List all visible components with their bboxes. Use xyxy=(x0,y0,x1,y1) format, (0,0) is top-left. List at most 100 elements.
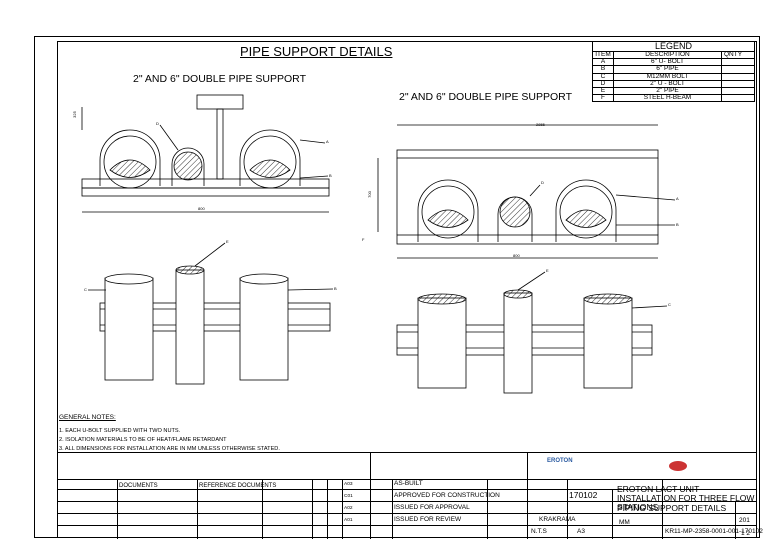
revision-row: ISSUED FOR REVIEW xyxy=(394,516,462,523)
callout-c: C xyxy=(84,287,87,292)
legend-header-qty: QNTY xyxy=(721,50,755,60)
callout-c-right: C xyxy=(668,302,671,307)
pipe-6in-left-plan xyxy=(417,297,467,389)
revision-row: APPROVED FOR CONSTRUCTION xyxy=(394,492,500,499)
left-elevation-view xyxy=(81,94,330,213)
leader-line xyxy=(631,305,668,309)
u-bolt-a-right xyxy=(555,179,617,242)
pipe-6in-right xyxy=(559,185,613,239)
drawing-title-block: PIPING SUPPORT DETAILS xyxy=(617,503,727,513)
pipe-6in-right xyxy=(243,135,297,189)
company-logo: EROTON xyxy=(547,458,573,464)
u-bolt-a xyxy=(417,179,479,242)
leader-line xyxy=(194,242,226,267)
leader-line xyxy=(517,271,546,291)
note-item: 3. ALL DIMENSIONS FOR INSTALLATION ARE I… xyxy=(59,446,280,452)
title-block: DOCUMENTS REFERENCE DOCUMENTS AS-BUILT A… xyxy=(57,452,763,539)
drawing-number: KR11-MP-2358-0001-001-170102 xyxy=(665,528,763,535)
pipe-section-hatch xyxy=(427,209,469,228)
revision-row: AS-BUILT xyxy=(394,480,423,487)
callout-a: A xyxy=(326,139,329,144)
drawing-title: PIPE SUPPORT DETAILS xyxy=(240,44,393,59)
units-value: MM xyxy=(619,519,630,526)
pipe-2in-plan xyxy=(503,292,533,394)
u-bolt-a xyxy=(99,129,161,186)
dim-left-height: 325 xyxy=(71,111,77,118)
pipe-2in xyxy=(499,196,531,228)
pipe-6in-left xyxy=(421,185,475,239)
leader-line xyxy=(287,288,334,291)
pipe-2in-plan xyxy=(175,269,205,385)
revision-code: A01 xyxy=(344,518,353,523)
callout-a-right: A xyxy=(676,196,679,201)
legend-qty xyxy=(721,94,755,103)
base-beam xyxy=(81,178,330,189)
left-plan-view xyxy=(88,242,334,385)
top-plate xyxy=(196,94,244,110)
pipe-2in xyxy=(173,151,203,181)
callout-b: B xyxy=(329,173,332,178)
right-view-title: 2" AND 6" DOUBLE PIPE SUPPORT xyxy=(399,91,572,103)
leader-line xyxy=(299,175,329,179)
h-beam-plan xyxy=(99,302,331,332)
dim-right-height: 700 xyxy=(366,191,372,198)
right-plan-view xyxy=(396,271,668,394)
pipe-end xyxy=(583,293,633,305)
callout-b-plan: B xyxy=(334,286,337,291)
dim-right-bottom: 800 xyxy=(513,253,520,258)
project-number: 170102 xyxy=(569,490,598,500)
base-beam-lower xyxy=(81,187,330,197)
dim-right-top: 2855 xyxy=(536,122,545,127)
contractor-name: KRAKRAMA xyxy=(539,516,576,523)
leader-line xyxy=(159,124,179,151)
pipe-end xyxy=(417,293,467,305)
pipe-end xyxy=(239,273,289,285)
support-post xyxy=(216,108,224,180)
client-logo-icon xyxy=(669,461,687,471)
pipe-section-hatch xyxy=(109,159,151,178)
dim-left-width: 800 xyxy=(198,206,205,211)
sheet-size: A3 xyxy=(577,528,585,535)
note-item: 2. ISOLATION MATERIALS TO BE OF HEAT/FLA… xyxy=(59,437,227,443)
reference-documents-label: REFERENCE DOCUMENTS xyxy=(199,483,277,489)
callout-d-right: D xyxy=(541,180,544,185)
pipe-6in-left-plan xyxy=(104,277,154,381)
revision-row: ISSUED FOR APPROVAL xyxy=(394,504,470,511)
pipe-end xyxy=(104,273,154,285)
scale-value: N.T.S xyxy=(531,528,547,535)
left-view-title: 2" AND 6" DOUBLE PIPE SUPPORT xyxy=(133,73,306,85)
u-bolt-a-right xyxy=(239,129,301,186)
callout-f: F xyxy=(362,237,365,242)
pipe-section-hatch xyxy=(249,159,291,178)
callout-e-right: E xyxy=(546,268,549,273)
leader-line xyxy=(615,194,676,201)
revision-code: A02 xyxy=(344,506,353,511)
revision-code: A03 xyxy=(344,482,353,487)
callout-b-right: B xyxy=(676,222,679,227)
top-beam xyxy=(396,149,659,159)
general-notes-heading: GENERAL NOTES: xyxy=(59,414,116,421)
pipe-6in-right-plan xyxy=(583,297,633,389)
inner-frame xyxy=(57,41,757,538)
u-bolt-d xyxy=(171,147,205,186)
leader-line xyxy=(299,139,326,144)
revision-code: C01 xyxy=(344,494,353,499)
leader-line xyxy=(529,184,541,197)
pipe-end xyxy=(175,265,205,275)
pipe-section-hatch xyxy=(565,209,607,228)
revision-value: 201 xyxy=(739,517,750,524)
base-beam xyxy=(396,234,659,245)
pipe-6in-left xyxy=(103,135,157,189)
project-title: EROTON LACT UNIT INSTALLATION FOR THREE … xyxy=(617,484,755,512)
sheet-number: 1 2 xyxy=(741,530,751,537)
right-elevation-view xyxy=(377,124,676,259)
documents-label: DOCUMENTS xyxy=(119,483,158,489)
pipe-6in-right-plan xyxy=(239,277,289,381)
callout-e: E xyxy=(226,239,229,244)
